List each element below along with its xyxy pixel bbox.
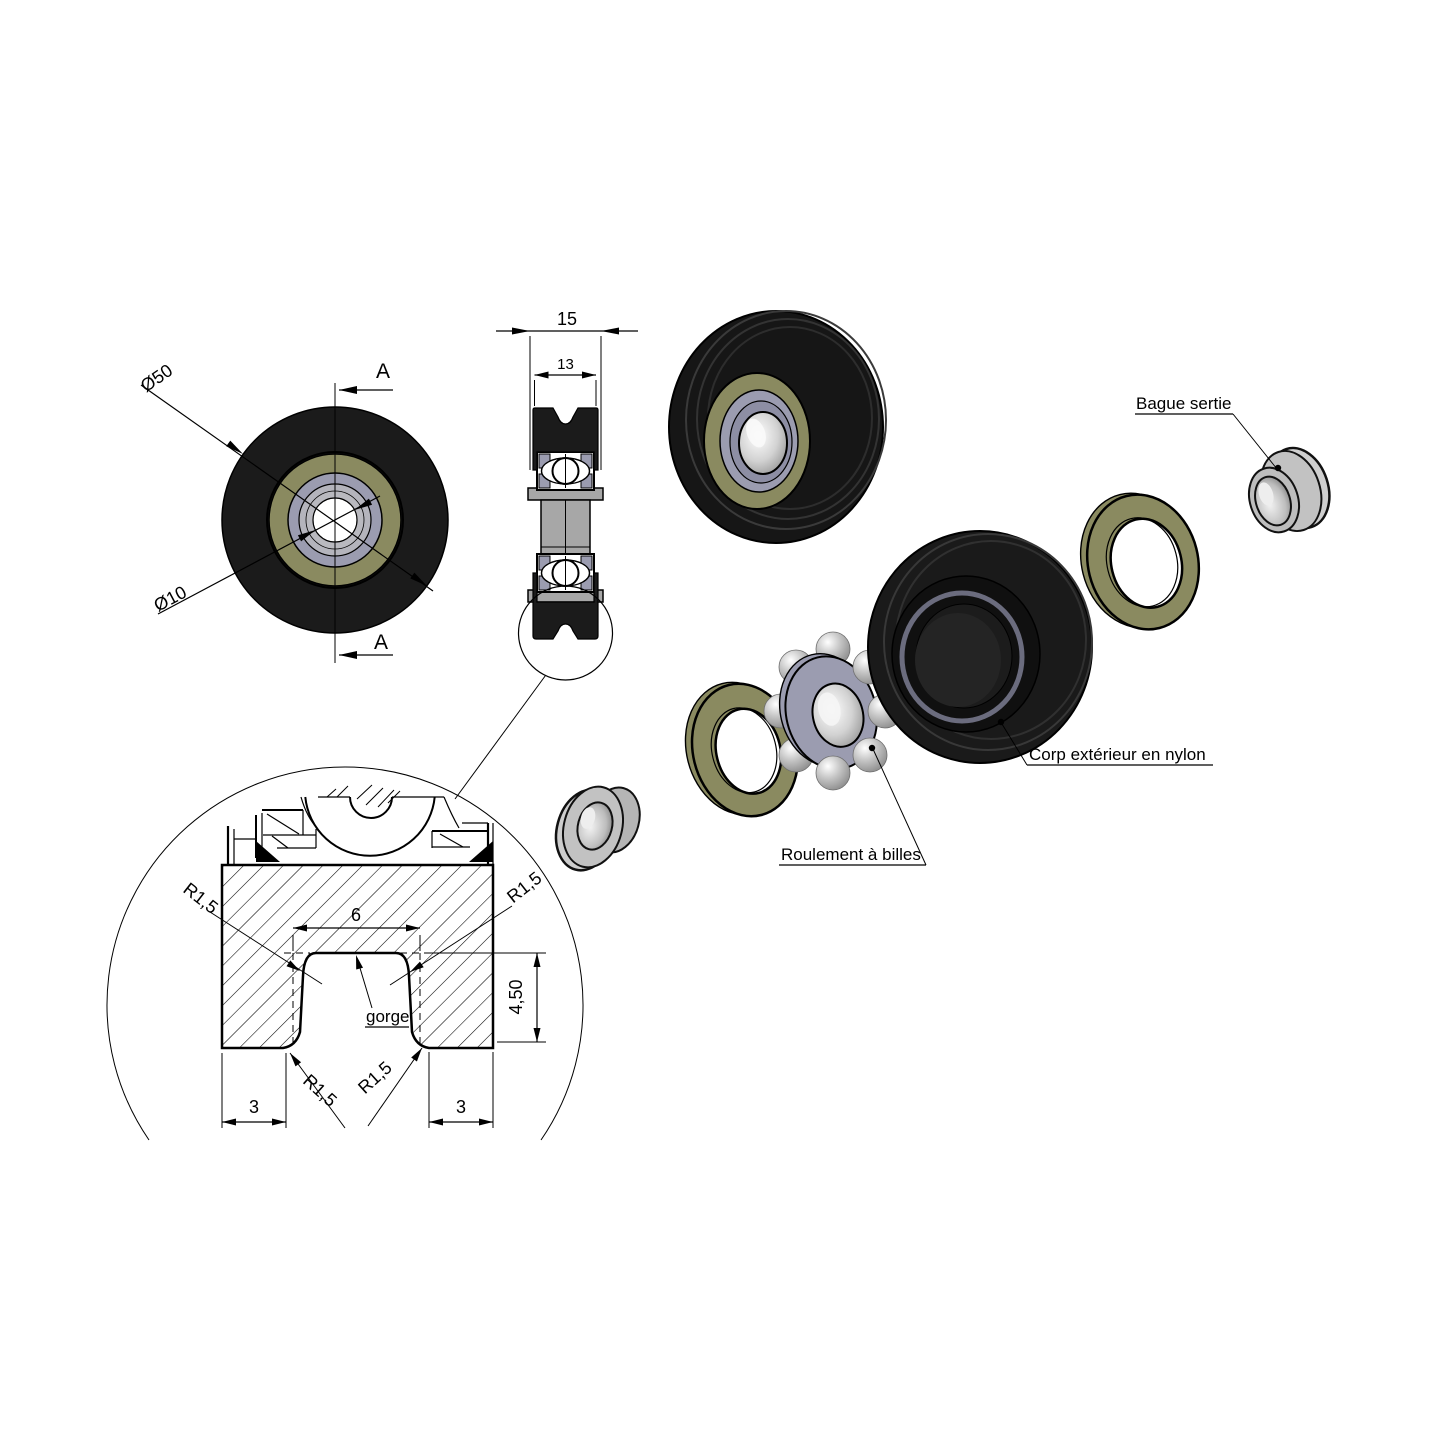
section-view: 15 13 <box>454 309 638 800</box>
front-view: A A Ø50 Ø10 <box>137 360 449 663</box>
detail-circle <box>106 766 584 1141</box>
detail-bearing-structure <box>226 784 494 865</box>
crimped-ring-small-3d <box>554 785 641 872</box>
dim-groove-width: 13 <box>557 356 574 373</box>
dim-overall-width: 15 <box>557 309 577 329</box>
ball-bearing-3d <box>763 631 903 791</box>
dim-groove-top-width: 6 <box>351 905 361 925</box>
groove-section-block <box>220 863 495 1050</box>
exploded-view <box>554 446 1331 872</box>
seal-washer-left <box>684 681 800 818</box>
dim-line-outer-diameter <box>140 384 434 592</box>
label-crimped-ring: Bague sertie <box>1136 394 1231 413</box>
dim-shoulder-left: 3 <box>249 1097 259 1117</box>
rim-section-top <box>532 407 599 471</box>
assembled-wheel-3d <box>668 310 887 544</box>
crimped-ring-3d <box>1248 446 1331 534</box>
detail-leader <box>454 675 546 800</box>
dim-line-bore-diameter <box>157 495 381 615</box>
section-label-top: A <box>376 360 390 383</box>
label-ball-bearing: Roulement à billes <box>781 845 921 864</box>
label-groove: gorge <box>366 1007 409 1026</box>
nylon-body-3d <box>867 530 1093 764</box>
label-outer-body: Corp extérieur en nylon <box>1029 745 1206 764</box>
rim-section-bottom <box>532 572 599 640</box>
bearing-section-top <box>536 451 595 491</box>
seal-washer-right <box>1079 492 1201 631</box>
callouts: Bague sertie Corp extérieur en nylon Rou… <box>779 394 1282 866</box>
dim-groove-depth: 4,50 <box>506 979 526 1014</box>
dim-shoulder-right: 3 <box>456 1097 466 1117</box>
section-label-bottom: A <box>374 631 388 654</box>
detail-bubble <box>517 585 614 681</box>
